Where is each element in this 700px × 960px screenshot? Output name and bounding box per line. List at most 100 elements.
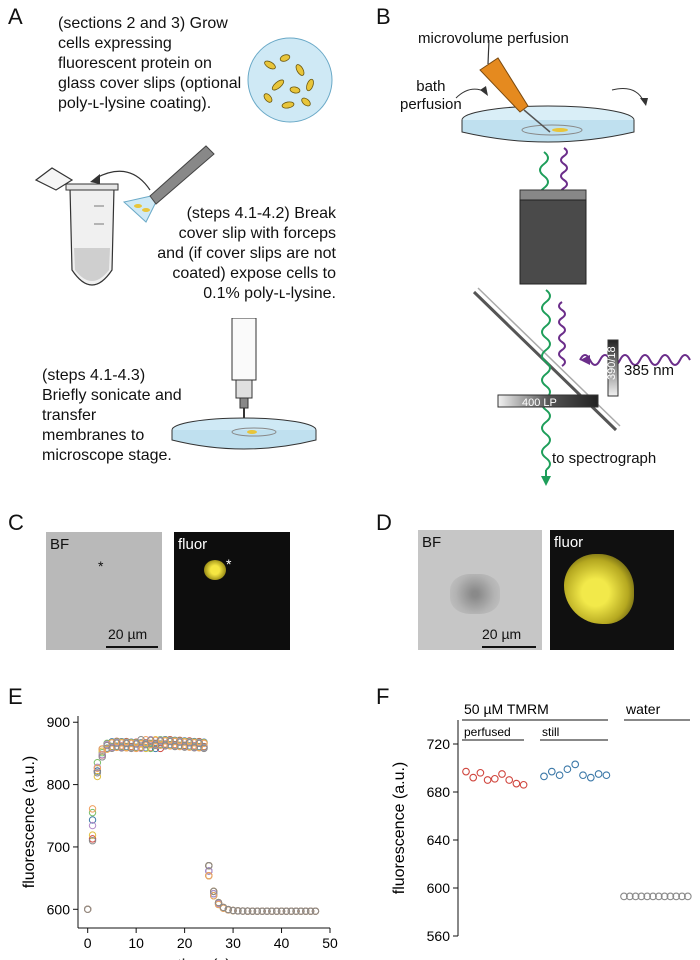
data-point-e [98,745,106,753]
data-point-e [88,835,97,843]
data-point-e [93,758,102,767]
data-point-e [180,743,189,751]
data-point-water [660,892,669,901]
data-point-e [113,739,121,747]
panel-letter-d: D [376,510,392,535]
data-point-e [171,737,179,746]
y-tick-label-e: 800 [47,777,71,793]
data-point-e [127,744,136,753]
data-point-e [93,772,102,781]
subgroup-label-still: still [542,725,559,739]
perfusion-tube-icon [479,57,529,113]
data-point-e [190,739,199,747]
bf-image-d: BF 20 µm [418,530,542,650]
panel-letter-a: A [8,4,23,29]
group-label-f: 50 µM TMRM [464,701,549,717]
data-point-water [631,892,640,901]
data-point-e [200,744,208,753]
tube-forceps-illustration [34,145,215,286]
excitation-wave-icon [579,354,691,366]
x-tick-label-e: 40 [274,935,290,951]
data-point-still [571,760,580,769]
y-tick-label-f: 600 [427,880,451,896]
data-point-perfused [490,774,499,783]
data-point-e [161,737,169,745]
data-point-e [195,739,203,748]
data-point-e [263,907,271,915]
data-point-e [142,744,150,753]
fluorescent-patch-d [564,554,634,624]
data-point-e [103,745,111,753]
data-point-e [243,907,252,915]
y-tick-label-e: 900 [47,714,71,730]
data-point-e [200,739,208,748]
y-tick-label-f: 560 [427,928,451,944]
data-point-perfused [476,768,485,777]
data-point-e [205,861,213,870]
group-label-water: water [625,701,661,717]
panel-letter-c: C [8,510,24,535]
data-point-perfused [498,770,506,778]
data-point-e [185,743,194,751]
data-point-e [268,907,276,915]
cover-slip-fragment-icon [122,193,161,223]
data-point-perfused [483,776,492,784]
data-point-e [248,907,257,915]
data-point-still [563,765,572,774]
data-point-perfused [519,780,528,789]
data-point-e [297,907,305,915]
data-point-e [229,906,237,915]
data-point-e [282,907,291,915]
data-point-e [137,744,145,753]
data-point-water [643,892,652,901]
curved-arrow-icon [95,170,151,191]
data-point-e [156,741,165,750]
data-point-e [214,898,223,907]
cells-icon [263,54,314,109]
data-point-still [547,767,556,776]
scale-label-c: 20 µm [108,626,148,642]
scale-bar-c [106,646,158,648]
scale-bar-d [482,646,536,648]
spectrograph-label: to spectrograph [552,450,657,467]
data-point-water [625,892,634,901]
x-axis-label-e: time (s) [177,957,230,960]
data-point-e [224,905,232,914]
data-point-e [205,872,213,880]
data-point-e [302,907,310,915]
data-point-water [654,892,663,901]
y-tick-label-f: 640 [427,832,451,848]
x-tick-label-e: 20 [177,935,193,951]
data-point-e [146,736,155,745]
data-point-e [195,744,203,752]
data-point-e [146,740,155,749]
data-point-e [258,907,266,915]
panel-letter-b: B [376,4,391,29]
data-point-e [239,907,247,915]
data-point-e [98,750,106,759]
data-point-e [277,907,286,915]
data-point-e [132,744,140,753]
data-point-perfused [469,773,478,782]
data-point-still [586,773,595,782]
cell-dish-illustration [247,37,333,123]
subgroup-label-perfused: perfused [464,725,511,739]
data-point-e [209,890,218,898]
scale-label-d: 20 µm [482,626,522,642]
y-tick-label-f: 720 [427,736,451,752]
data-point-e [132,740,140,748]
data-point-e [171,742,179,751]
data-point-e [122,739,131,748]
excitation-filter-icon [607,339,619,397]
data-point-e [234,907,242,915]
emission-filter-label: 400 LP [522,397,557,409]
data-point-e [88,821,97,830]
data-point-e [117,739,126,747]
tube-lid-icon [34,167,74,191]
data-point-water [678,892,686,901]
data-point-water [666,892,675,901]
bf-image-c: BF * 20 µm [46,532,162,650]
data-point-e [88,808,97,817]
data-point-e [311,907,320,915]
